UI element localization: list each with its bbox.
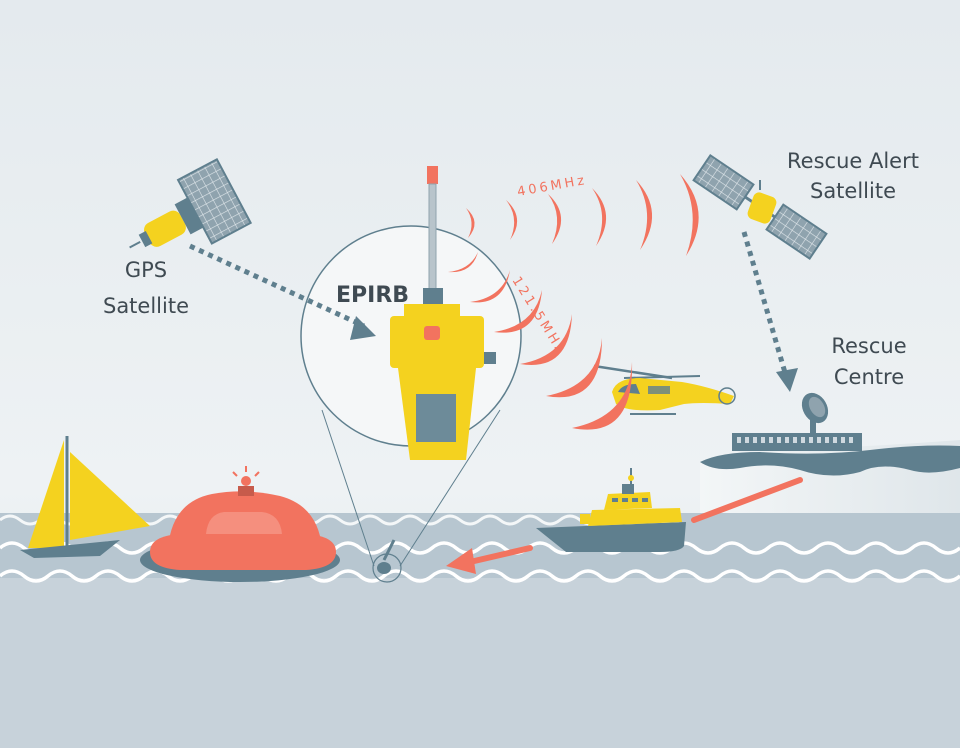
centre-to-lifeboat-arrow (691, 477, 803, 523)
rescue-alert-satellite-icon (692, 154, 828, 260)
signal-406mhz-arcs (466, 174, 699, 256)
gps-arrow-head (350, 316, 376, 340)
lifeboat-icon (536, 468, 686, 552)
satellite-to-centre-path (741, 231, 789, 377)
centre-arrow-head (776, 368, 798, 392)
rescue-alert-label-line2: Satellite (810, 179, 896, 203)
epirb-label: EPIRB (336, 283, 409, 308)
sea (0, 513, 960, 748)
gps-label-line2: Satellite (103, 294, 189, 318)
sailboat-icon (20, 436, 150, 558)
lifeboat-arrow-head (446, 548, 476, 574)
helicopter-icon (593, 364, 736, 415)
rescue-centre-label-line1: Rescue (831, 334, 906, 358)
rescue-centre-building-icon (732, 433, 862, 451)
life-raft-icon (140, 466, 340, 582)
gps-label-line1: GPS (125, 258, 167, 282)
gps-satellite-icon (129, 157, 253, 249)
rescue-alert-label-line1: Rescue Alert (787, 149, 919, 173)
rescue-centre-label-line2: Centre (834, 365, 904, 389)
floating-beacon-icon (372, 539, 402, 583)
rescue-centre-coast (700, 440, 960, 520)
satellite-dish-icon (801, 392, 829, 434)
gps-signal-path (188, 243, 366, 329)
epirb-beacon-icon (390, 166, 496, 460)
lifeboat-to-beacon-arrow (467, 545, 533, 565)
signal-121mhz-arcs (448, 252, 633, 430)
zoom-lines (321, 409, 501, 567)
